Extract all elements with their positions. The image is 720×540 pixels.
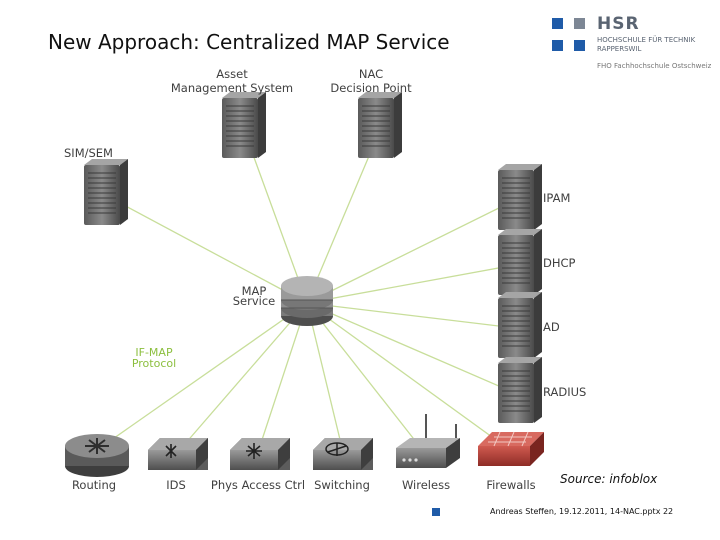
switch-icon <box>313 438 373 470</box>
firewalls-label: Firewalls <box>486 478 535 492</box>
phys-access-ctrl-label: Phys Access Ctrl <box>211 478 305 492</box>
logo-square-icon <box>574 40 585 51</box>
logo-square-icon <box>552 18 563 29</box>
ipam-server-icon <box>497 163 543 231</box>
radius-server-icon <box>497 356 543 424</box>
ids-label: IDS <box>166 478 186 492</box>
logo-line-1: HOCHSCHULE FÜR TECHNIK <box>597 36 696 44</box>
map-service-label-line2: Service <box>233 294 276 308</box>
radius-label: RADIUS <box>543 385 586 399</box>
logo-line-2: RAPPERSWIL <box>597 45 642 53</box>
wireless-label: Wireless <box>402 478 450 492</box>
sim-sem-label: SIM/SEM <box>64 146 113 160</box>
asset-management-label-line2: Management System <box>171 81 293 95</box>
if-map-protocol-label-line1: IF-MAP <box>135 346 173 359</box>
footer-square-icon <box>432 508 440 516</box>
firewall-icon <box>478 431 544 466</box>
connection-lines <box>96 129 516 453</box>
ids-icon <box>148 438 208 470</box>
dhcp-server-icon <box>497 228 543 296</box>
routing-label: Routing <box>72 478 116 492</box>
logo-square-icon <box>574 18 585 29</box>
logo-name: HSR <box>597 14 640 34</box>
phys-access-ctrl-icon <box>230 438 290 470</box>
nac-label-line1: NAC <box>359 67 383 81</box>
logo-square-icon <box>552 40 563 51</box>
asset-management-server-icon <box>221 91 267 159</box>
source-credit: Source: infoblox <box>560 472 658 486</box>
slide-footer: Andreas Steffen, 19.12.2011, 14-NAC.pptx… <box>490 507 674 516</box>
map-service-hub-icon <box>281 276 333 326</box>
switching-label: Switching <box>314 478 370 492</box>
logo-line-3: FHO Fachhochschule Ostschweiz <box>597 62 712 70</box>
nac-label-line2: Decision Point <box>330 81 412 95</box>
ad-server-icon <box>497 291 543 359</box>
asset-management-label-line1: Asset <box>216 67 248 81</box>
wireless-router-icon <box>396 414 460 468</box>
if-map-protocol-label-line2: Protocol <box>132 357 176 370</box>
hsr-logo: HSR HOCHSCHULE FÜR TECHNIK RAPPERSWIL FH… <box>552 14 717 79</box>
nac-decision-point-server-icon <box>357 91 403 159</box>
ad-label: AD <box>543 320 560 334</box>
map-service-label-line1: MAP <box>242 284 267 298</box>
ipam-label: IPAM <box>543 191 570 205</box>
dhcp-label: DHCP <box>543 256 576 270</box>
router-icon <box>65 434 129 477</box>
slide-title: New Approach: Centralized MAP Service <box>48 30 450 54</box>
sim-sem-server-icon <box>83 158 129 226</box>
